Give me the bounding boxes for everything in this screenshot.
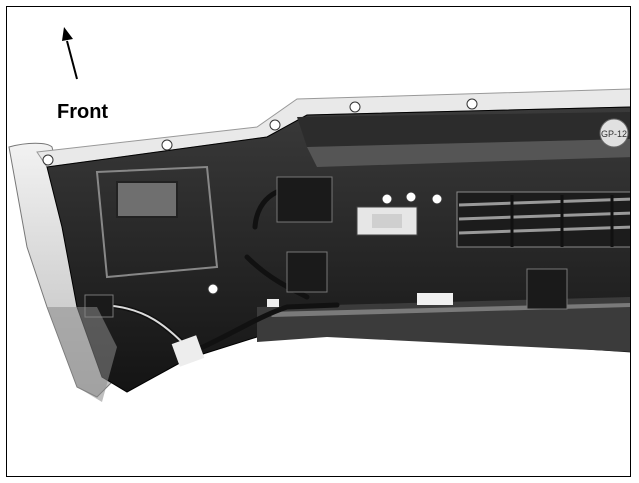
front-label: Front <box>57 101 109 123</box>
svg-text:GP-12: GP-12 <box>601 129 627 139</box>
bumper-photo: GP-12 <box>8 88 630 402</box>
front-arrow-icon <box>62 27 78 80</box>
gp12-stamp: GP-12 <box>599 118 629 148</box>
figure-frame: Front <box>6 6 631 477</box>
